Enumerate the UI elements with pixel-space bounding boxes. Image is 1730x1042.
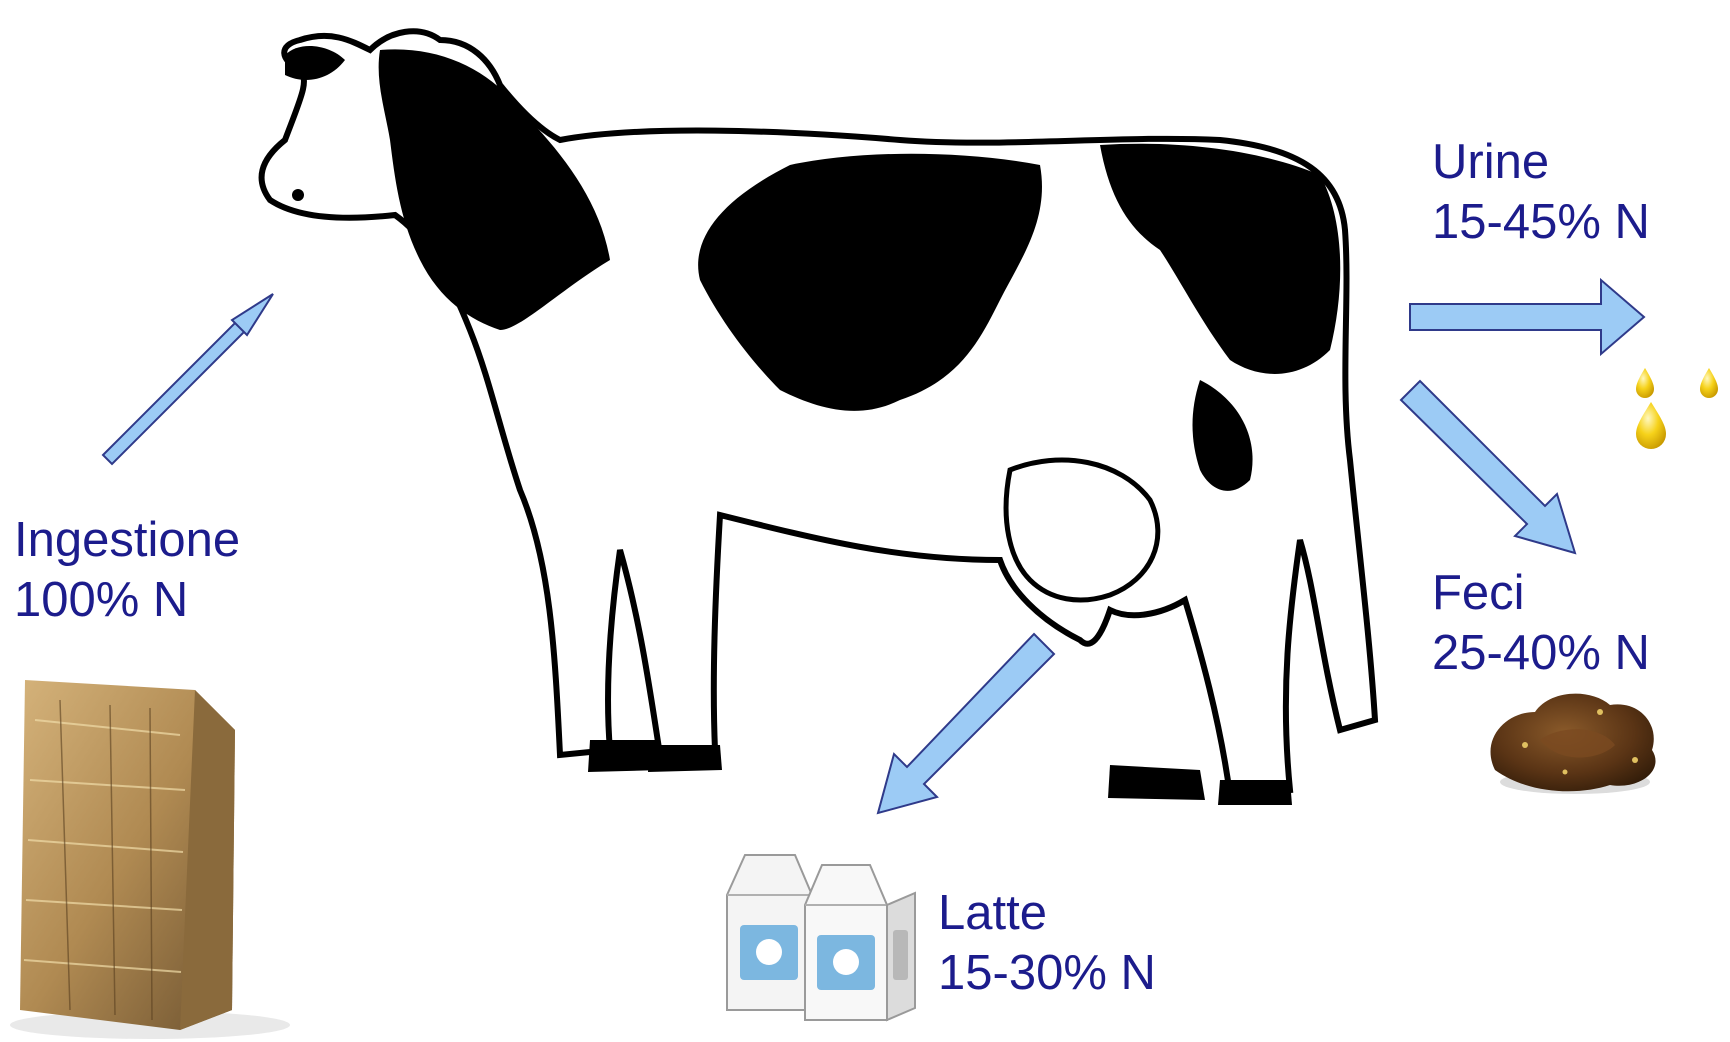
label-latte: Latte 15-30% N bbox=[938, 883, 1156, 1003]
arrow-latte bbox=[878, 634, 1054, 813]
arrow-urine bbox=[1410, 280, 1644, 354]
manure-icon bbox=[1491, 694, 1656, 794]
label-urine: Urine 15-45% N bbox=[1432, 132, 1650, 252]
milk-carton-front bbox=[805, 865, 915, 1020]
feci-name: Feci bbox=[1432, 563, 1650, 623]
label-feci: Feci 25-40% N bbox=[1432, 563, 1650, 683]
ingestione-name: Ingestione bbox=[14, 510, 240, 570]
feci-value: 25-40% N bbox=[1432, 623, 1650, 683]
arrow-feci bbox=[1401, 381, 1575, 553]
urine-name: Urine bbox=[1432, 132, 1650, 192]
urine-value: 15-45% N bbox=[1432, 192, 1650, 252]
hay-bale-icon bbox=[10, 680, 290, 1039]
latte-value: 15-30% N bbox=[938, 943, 1156, 1003]
cow-illustration bbox=[262, 31, 1375, 805]
ingestione-value: 100% N bbox=[14, 570, 240, 630]
milk-cartons-icon bbox=[727, 855, 915, 1020]
label-ingestione: Ingestione 100% N bbox=[14, 510, 240, 630]
urine-drops-icon bbox=[1636, 368, 1718, 449]
latte-name: Latte bbox=[938, 883, 1156, 943]
arrow-ingestione bbox=[103, 294, 273, 464]
